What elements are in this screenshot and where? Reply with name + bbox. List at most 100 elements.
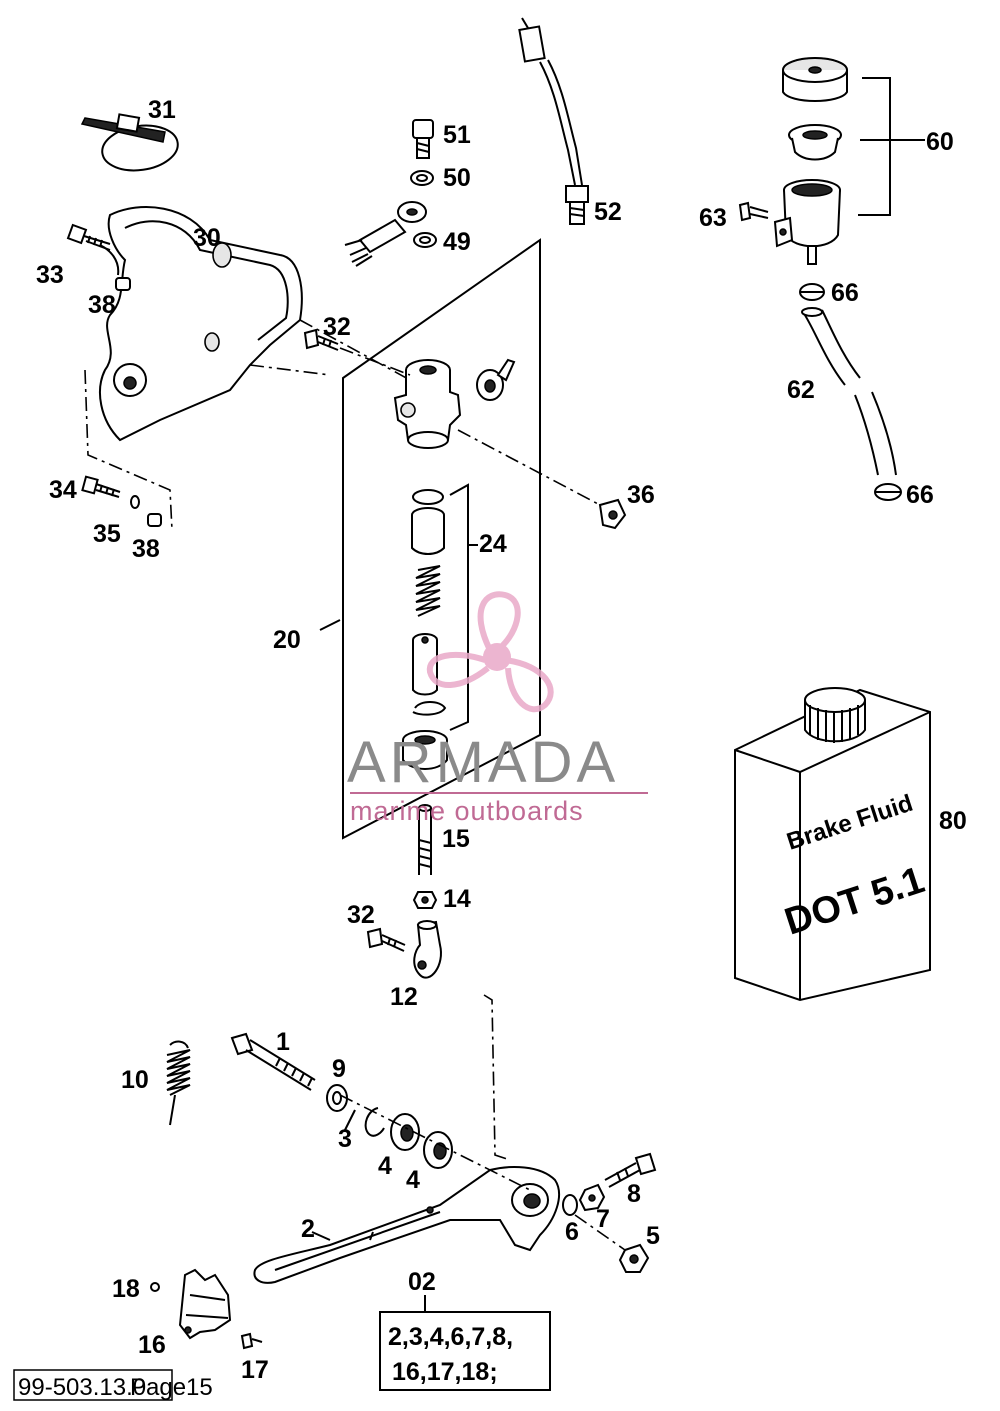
- nut-14-part: [412, 891, 438, 909]
- cable-tie-part: [80, 113, 179, 172]
- callout-35: 35: [93, 520, 121, 548]
- callout-66b: 66: [906, 481, 934, 509]
- callout-1: 1: [276, 1028, 290, 1056]
- spacer-38a-part: [115, 277, 131, 291]
- callout-49: 49: [443, 228, 471, 256]
- bolt-33-part: [66, 223, 111, 251]
- elbow-fitting-part: [476, 358, 516, 401]
- callout-9: 9: [332, 1055, 346, 1083]
- hose-62-part: [801, 307, 897, 476]
- nut-36-part: [598, 498, 627, 530]
- washer-35-part: [130, 495, 140, 509]
- nut-5-part: [618, 1243, 650, 1273]
- callout-34: 34: [49, 476, 77, 504]
- clevis-part: [413, 920, 442, 979]
- callout-16: 16: [138, 1331, 166, 1359]
- pin-18-part: [150, 1282, 160, 1292]
- callout-2: 2: [301, 1215, 315, 1243]
- callout-51: 51: [443, 121, 471, 149]
- callout-36: 36: [627, 481, 655, 509]
- piston-part: [412, 633, 438, 696]
- washer-50-part: [410, 170, 434, 186]
- brake-fluid-bottle: Brake Fluid DOT 5.1: [734, 687, 931, 1002]
- bolt-34-part: [81, 475, 121, 498]
- callout-38b: 38: [132, 535, 160, 563]
- callout-24: 24: [479, 530, 507, 558]
- callout-6: 6: [565, 1218, 579, 1246]
- sleeve-part: [411, 507, 445, 555]
- callout-3: 3: [338, 1125, 352, 1153]
- callout-31: 31: [148, 96, 176, 124]
- snap-ring-3-part: [364, 1107, 385, 1137]
- kit-contents-box: [379, 1311, 551, 1391]
- washer-49-part: [413, 232, 437, 248]
- spring-part: [415, 565, 441, 617]
- bolt-8-part: [604, 1152, 657, 1188]
- reservoir-cap-part: [782, 57, 848, 102]
- bolt-32b-part: [366, 927, 406, 952]
- master-cylinder-kit-frame: [342, 238, 541, 840]
- callout-66a: 66: [831, 279, 859, 307]
- piston-kit-frame: [449, 483, 469, 731]
- spacer-38b-part: [147, 513, 162, 527]
- banjo-bolt-51-part: [412, 119, 434, 159]
- reservoir-body-part: [773, 179, 841, 265]
- callout-17: 17: [241, 1356, 269, 1384]
- callout-60: 60: [926, 128, 954, 156]
- callout-02: 02: [408, 1268, 436, 1296]
- footer-code-box: [13, 1369, 173, 1401]
- callout-52: 52: [594, 198, 622, 226]
- washer-9-part: [326, 1084, 348, 1112]
- callout-7: 7: [596, 1205, 610, 1233]
- watermark-subtitle: marime outboards: [350, 796, 584, 826]
- callout-38a: 38: [88, 291, 116, 319]
- callout-4b: 4: [406, 1166, 420, 1194]
- watermark-title: ARMADA: [347, 730, 619, 795]
- spring-10-part: [166, 1040, 191, 1126]
- screw-63-part: [738, 201, 769, 222]
- brake-light-switch-part: [518, 17, 589, 225]
- master-cylinder-body-part: [393, 359, 462, 449]
- callout-5: 5: [646, 1222, 660, 1250]
- hose-clamp-66a-part: [799, 283, 825, 301]
- kit-contents-line-2: 16,17,18;: [392, 1358, 498, 1386]
- callout-18: 18: [112, 1275, 140, 1303]
- washer-6-part: [562, 1194, 578, 1216]
- circlip-part: [412, 701, 447, 716]
- callout-8: 8: [627, 1180, 641, 1208]
- pedal-tip-16-part: [178, 1268, 232, 1340]
- reservoir-diaphragm-part: [788, 124, 842, 161]
- callout-32b: 32: [347, 901, 375, 929]
- hose-clamp-66b-part: [874, 483, 902, 501]
- o-ring-part: [412, 489, 444, 505]
- callout-50: 50: [443, 164, 471, 192]
- callout-30: 30: [193, 224, 221, 252]
- footer-code: 99-503.13.0: [18, 1374, 146, 1401]
- callout-4a: 4: [378, 1152, 392, 1180]
- bracket-plate-part: [99, 206, 303, 442]
- armada-logo-icon: [426, 591, 554, 713]
- callout-63: 63: [699, 204, 727, 232]
- callout-15: 15: [442, 825, 470, 853]
- callout-80: 80: [939, 807, 967, 835]
- banjo-fitting-part: [344, 201, 427, 267]
- callout-33: 33: [36, 261, 64, 289]
- callout-10: 10: [121, 1066, 149, 1094]
- pivot-bolt-1-part: [230, 1032, 316, 1091]
- bearing-4a-part: [390, 1113, 420, 1151]
- callout-62: 62: [787, 376, 815, 404]
- footer-page: Page15: [130, 1374, 213, 1401]
- callout-12: 12: [390, 983, 418, 1011]
- screw-17-part: [240, 1332, 263, 1350]
- callout-32a: 32: [323, 313, 351, 341]
- bolt-32a-part: [303, 328, 339, 351]
- dust-boot-part: [402, 730, 448, 770]
- bearing-4b-part: [423, 1131, 453, 1169]
- callout-14: 14: [443, 885, 471, 913]
- nut-7-part: [578, 1183, 606, 1212]
- brake-pedal-part: [253, 1166, 560, 1284]
- kit-contents-line-1: 2,3,4,6,7,8,: [388, 1323, 513, 1351]
- callout-20: 20: [273, 626, 301, 654]
- push-rod-part: [418, 804, 432, 875]
